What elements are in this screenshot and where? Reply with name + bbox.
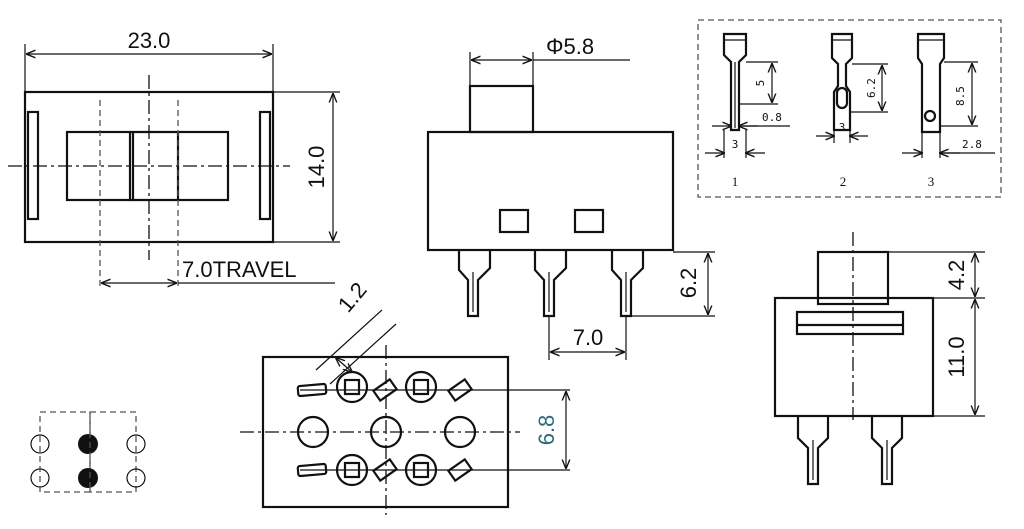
side-view-actuator xyxy=(816,250,890,306)
side-view-pins xyxy=(796,416,904,486)
side-view: 4.2 11.0 xyxy=(773,232,985,486)
bottom-view: 1.2 6.8 xyxy=(240,277,570,515)
top-view: 23.0 14.0 7.0TRAVEL xyxy=(8,28,340,290)
actuator-height-label: 4.2 xyxy=(944,260,969,291)
svg-text:5: 5 xyxy=(754,80,767,87)
svg-text:2.8: 2.8 xyxy=(962,138,982,151)
pin-length-label: 6.2 xyxy=(676,268,701,299)
side-view-body xyxy=(773,296,935,418)
terminal-type-2-label: 2 xyxy=(840,174,847,189)
body-height-label: 11.0 xyxy=(944,336,969,377)
front-view-body xyxy=(426,130,675,252)
height-dimension-label: 14.0 xyxy=(304,146,329,189)
schematic-common-contact-1 xyxy=(78,434,98,454)
top-view-body xyxy=(23,90,275,244)
terminal-detail-frame xyxy=(697,19,1002,198)
terminal-detail: 5 0.8 3 1 6.2 3 2 xyxy=(697,19,1002,198)
pin-pitch-label: 7.0 xyxy=(573,325,604,350)
svg-text:3: 3 xyxy=(732,138,739,151)
svg-text:6.2: 6.2 xyxy=(865,78,878,98)
terminal-type-3-label: 3 xyxy=(928,174,935,189)
side-view-slider xyxy=(795,310,905,336)
switch-schematic xyxy=(30,411,146,493)
schematic-common-contact-2 xyxy=(78,468,98,488)
front-view-window-right xyxy=(573,208,605,234)
terminal-type-2: 6.2 3 2 xyxy=(816,32,888,189)
svg-text:3: 3 xyxy=(839,121,846,134)
terminal-type-1-label: 1 xyxy=(732,174,739,189)
front-view-actuator xyxy=(468,84,535,134)
svg-text:0.8: 0.8 xyxy=(762,111,782,124)
pad-dimension-label: 1.2 xyxy=(333,277,372,317)
front-view-pins xyxy=(457,250,645,318)
terminal-type-3: 8.5 2.8 3 xyxy=(902,32,995,189)
actuator-diameter-label: Φ5.8 xyxy=(546,34,594,59)
travel-dimension-label: 7.0TRAVEL xyxy=(182,257,297,282)
width-dimension-label: 23.0 xyxy=(128,28,171,53)
svg-text:8.5: 8.5 xyxy=(954,86,967,106)
front-view-window-left xyxy=(498,208,530,234)
front-view: Φ5.8 6.2 7.0 xyxy=(426,34,715,360)
row-pitch-label: 6.8 xyxy=(534,415,559,446)
terminal-type-1: 5 0.8 3 1 xyxy=(705,32,790,189)
